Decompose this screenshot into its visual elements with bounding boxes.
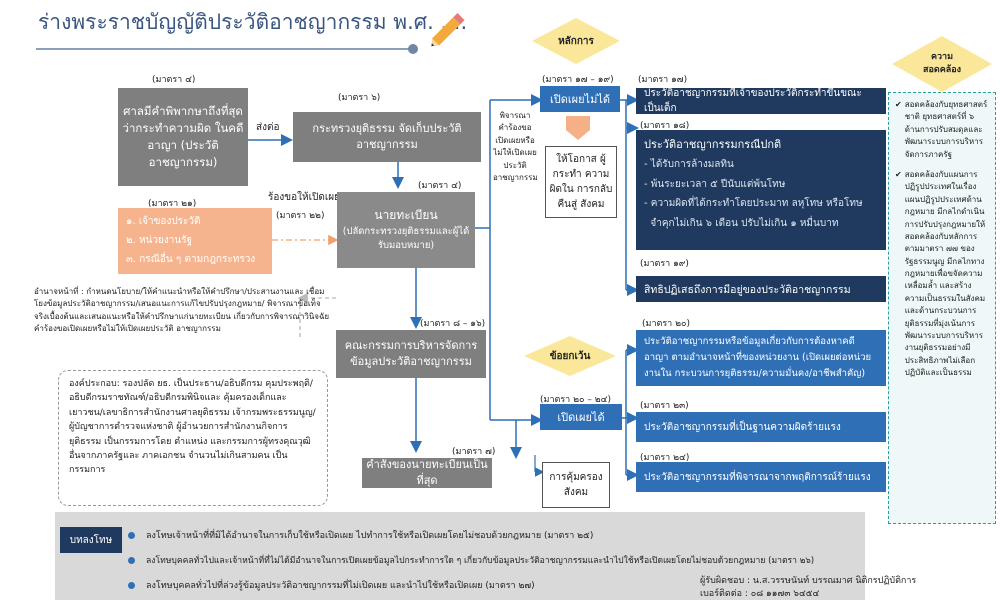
registrar-sub: (ปลัดกระทรวงยุติธรรมและผู้ได้รับมอบหมาย): [342, 225, 470, 252]
no-disclose-box: เปิดเผยไม่ได้: [540, 86, 620, 112]
article-8-16: (มาตรา ๘ – ๑๖): [420, 319, 486, 329]
consistency-panel: ✔ สอดคล้องกับยุทธศาสตร์ชาติ ยุทธศาสตร์ที…: [888, 92, 996, 524]
pencil-icon: [431, 13, 465, 47]
a18-item: - ได้รับการล้างมลทิน: [644, 159, 734, 171]
article-19: (มาตรา ๑๙): [640, 259, 689, 269]
article-6: (มาตรา ๖): [338, 93, 381, 103]
requester-item: ๓. กรณีอื่น ๆ ตามกฎกระทรวง: [126, 254, 256, 265]
article-17-19: (มาตรา ๑๗ – ๑๙): [542, 75, 614, 85]
registrar-title: นายทะเบียน: [374, 207, 438, 222]
bullet-icon: [128, 532, 135, 539]
exception-diamond-shape: [524, 336, 616, 376]
page-title: ร่างพระราชบัญญัติประวัติอาชญากรรม พ.ศ. .…: [38, 10, 468, 34]
a18-item: - พ้นระยะเวลา ๕ ปีนับแต่พ้นโทษ: [644, 178, 786, 190]
principle-diamond-shape: [532, 18, 620, 64]
penalty-band: [55, 512, 865, 600]
duties-note: อำนาจหน้าที่ : กำหนดนโยบาย/ให้คำแนะนำหรื…: [34, 287, 330, 334]
arrow-shaft-1: [566, 116, 590, 130]
a23-box: ประวัติอาชญากรรมที่เป็นฐานความผิดร้ายแรง: [636, 412, 886, 442]
consistency-item: ✔ สอดคล้องกับแผนการปฏิรูปประเทศในเรื่องแ…: [895, 169, 989, 380]
bullet-icon: [128, 582, 135, 589]
disclose-box: เปิดเผยได้: [540, 404, 622, 430]
court-box: ศาลมีคำพิพากษาถึงที่สุด ว่ากระทำความผิด …: [118, 88, 248, 186]
credit-phone: เบอร์ติดต่อ : ๐๘ ๑๑๗๓ ๖๔๕๔: [700, 589, 820, 599]
check-icon: ✔: [895, 169, 902, 179]
a18-item: - ความผิดที่ได้กระทำโดยประมาท ลหุโทษ หรื…: [644, 198, 863, 210]
consider-text: พิจารณาคำร้องขอเปิดเผยหรือไม่ให้เปิดเผยป…: [493, 111, 538, 182]
penalty-item: ลงโทษบุคคลทั่วไปและเจ้าหน้าที่ที่ไม่ได้ม…: [146, 556, 815, 566]
opportunity-box: ให้โอกาส ผู้กระทำ ความผิดใน การกลับคืนสู…: [545, 146, 617, 218]
requester-item: ๒. หน่วยงานรัฐ: [126, 235, 193, 246]
registrar-box: นายทะเบียน (ปลัดกระทรวงยุติธรรมและผู้ได้…: [337, 192, 475, 268]
article-7: (มาตรา ๗): [452, 447, 496, 457]
article-20: (มาตรา ๒๐): [642, 319, 691, 329]
requesters-box: ๑. เจ้าของประวัติ ๒. หน่วยงานรัฐ ๓. กรณี…: [118, 208, 272, 274]
article-21: (มาตรา ๒๑): [148, 199, 197, 209]
committee-box: คณะกรรมการบริหารจัดการ ข้อมูลประวัติอาชญ…: [336, 330, 486, 378]
a18-item: จำคุกไม่เกิน ๖ เดือน ปรับไม่เกิน ๑ หมื่น…: [644, 217, 839, 229]
penalty-label: บทลงโทษ: [60, 527, 122, 553]
final-order-box: คำสั่งของนายทะเบียนเป็นที่สุด: [362, 458, 492, 488]
requester-item: ๑. เจ้าของประวัติ: [126, 216, 201, 227]
article-18: (มาตรา ๑๘): [640, 121, 690, 131]
check-icon: ✔: [895, 100, 902, 109]
article-20-24: (มาตรา ๒๐ – ๒๔): [540, 395, 611, 405]
consistency-text: สอดคล้องกับยุทธศาสตร์ชาติ ยุทธศาสตร์ที่ …: [904, 100, 988, 159]
bullet-icon: [128, 557, 135, 564]
article-4-top: (มาตรา ๔): [152, 75, 196, 85]
a19-box: สิทธิปฏิเสธถึงการมีอยู่ของประวัติอาชญากร…: [636, 276, 886, 302]
consistency-diamond-shape: [892, 36, 992, 92]
title-dot: [408, 44, 418, 54]
consistency-text: สอดคล้องกับแผนการปฏิรูปประเทศในเรื่องแผน…: [904, 169, 986, 378]
consistency-diamond: ความสอดคล้อง: [922, 51, 962, 76]
request-label: ร้องขอให้เปิดเผย: [268, 192, 340, 203]
credit-responsible: ผู้รับผิดชอบ : น.ส.วรรษนันท์ บรรณมาศ นิต…: [700, 576, 917, 586]
article-4-registrar: (มาตรา ๔): [418, 181, 462, 191]
a20-box: ประวัติอาชญากรรมหรือข้อมูลเกี่ยวกับการต้…: [636, 330, 886, 386]
article-22: (มาตรา ๒๒): [276, 211, 325, 221]
consistency-item: ✔ สอดคล้องกับยุทธศาสตร์ชาติ ยุทธศาสตร์ที…: [895, 99, 989, 161]
penalty-item: ลงโทษเจ้าหน้าที่ที่มิได้อำนาจในการเก็บใช…: [146, 531, 594, 541]
send-label: ส่งต่อ: [256, 122, 280, 133]
principle-diamond: หลักการ: [558, 35, 594, 47]
article-17: (มาตรา ๑๗): [638, 75, 688, 85]
title-underline: [36, 48, 414, 50]
article-24: (มาตรา ๒๔): [640, 453, 690, 463]
penalty-item: ลงโทษบุคคลทั่วไปที่ล่วงรู้ข้อมูลประวัติอ…: [146, 581, 535, 591]
a17-box: ประวัติอาชญากรรมที่เจ้าของประวัติกระทำขึ…: [636, 88, 886, 114]
ministry-box: กระทรวงยุติธรรม จัดเก็บประวัติอาชญากรรม: [293, 112, 481, 162]
a18-title: ประวัติอาชญากรรมกรณีปกติ: [644, 138, 782, 151]
protect-society-box: การคุ้มครอง สังคม: [542, 462, 610, 508]
composition-note: องค์ประกอบ: รองปลัด ยธ. เป็นประธาน/อธิบด…: [58, 370, 328, 506]
down-arrow-icon: [566, 130, 590, 140]
a18-box: ประวัติอาชญากรรมกรณีปกติ - ได้รับการล้าง…: [636, 130, 886, 250]
exception-diamond: ข้อยกเว้น: [549, 350, 591, 362]
article-23: (มาตรา ๒๓): [640, 401, 689, 411]
a24-box: ประวัติอาชญากรรมที่พิจารณาจากพฤติการณ์ร้…: [636, 462, 886, 492]
